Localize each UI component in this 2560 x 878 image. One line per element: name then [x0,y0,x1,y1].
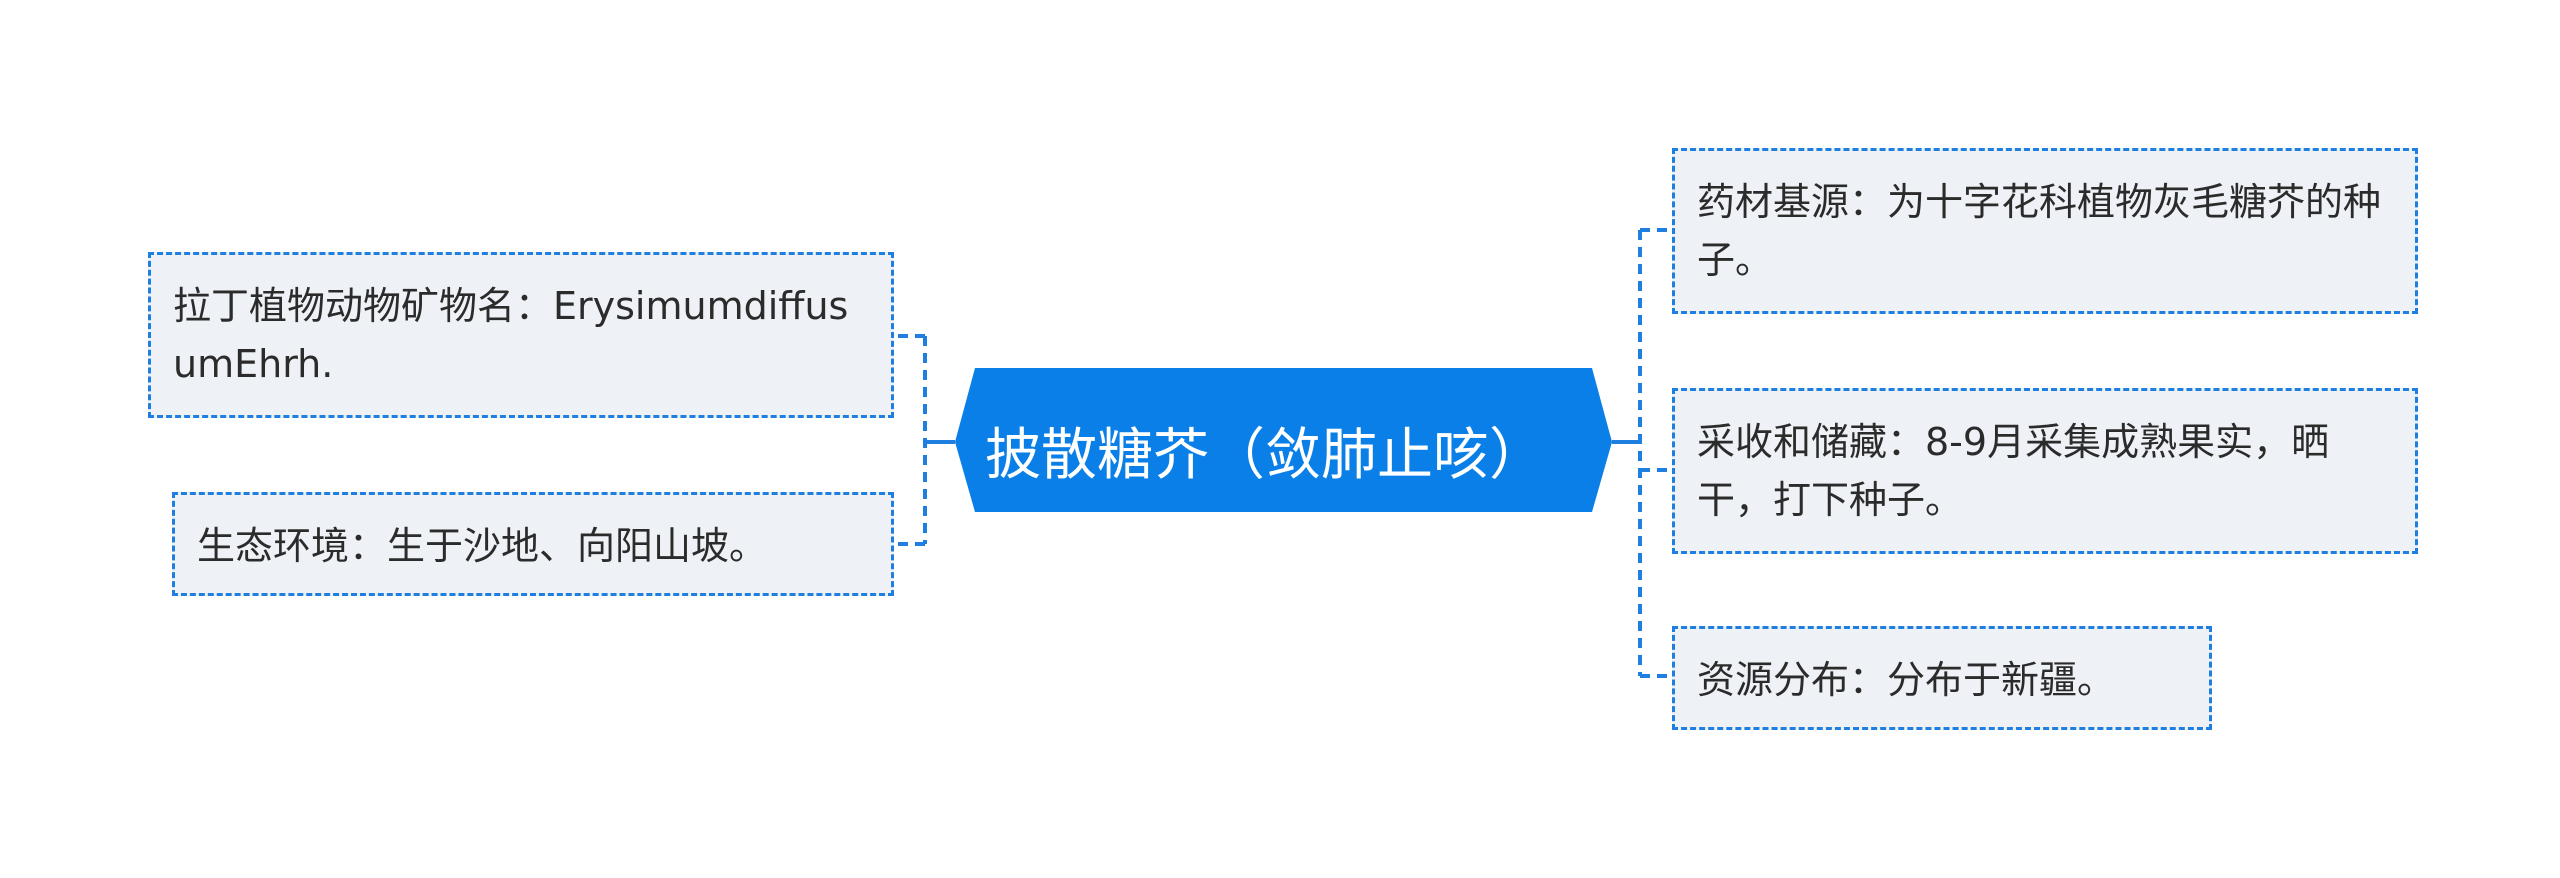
node-habitat[interactable]: 生态环境：生于沙地、向阳山坡。 [172,492,894,596]
root-node-shape[interactable] [955,368,1612,512]
node-latin-name-text: 拉丁植物动物矿物名：ErysimumdiffusumEhrh. [173,284,849,386]
node-source[interactable]: 药材基源：为十字花科植物灰毛糖芥的种子。 [1672,148,2418,314]
node-distribution[interactable]: 资源分布：分布于新疆。 [1672,626,2212,730]
node-latin-name[interactable]: 拉丁植物动物矿物名：ErysimumdiffusumEhrh. [148,252,894,418]
connector-right-trunk [1638,228,1672,678]
node-habitat-text: 生态环境：生于沙地、向阳山坡。 [197,524,768,568]
node-harvest-storage[interactable]: 采收和储藏：8-9月采集成熟果实，晒干，打下种子。 [1672,388,2418,554]
node-source-text: 药材基源：为十字花科植物灰毛糖芥的种子。 [1697,180,2382,282]
node-harvest-storage-text: 采收和储藏：8-9月采集成熟果实，晒干，打下种子。 [1697,420,2330,522]
node-distribution-text: 资源分布：分布于新疆。 [1697,658,2116,702]
